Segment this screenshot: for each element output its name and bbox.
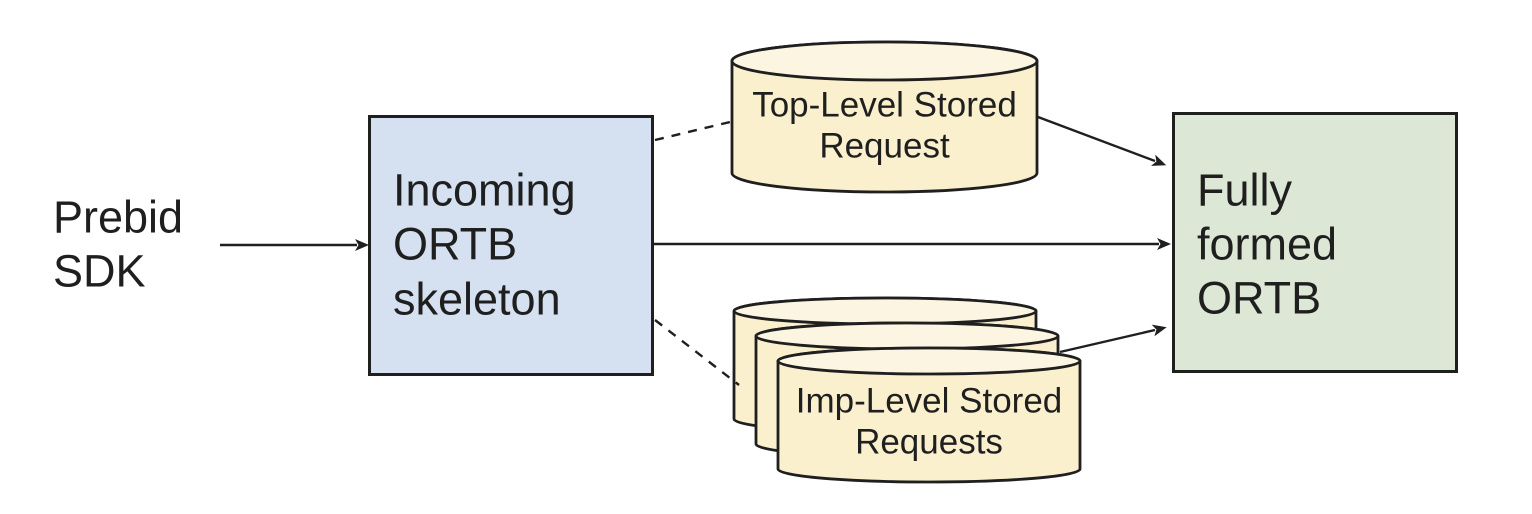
incoming-ortb-line-1: Incoming — [393, 165, 576, 216]
fully-formed-ortb-box — [1172, 112, 1458, 373]
imp-stored-line-1: Imp-Level Stored — [796, 382, 1063, 421]
cylinder-back-top — [732, 296, 1038, 326]
edge-imp-stored-to-fully-formed — [1059, 324, 1167, 354]
prebid-sdk-line-1: Prebid — [53, 192, 183, 243]
top-stored-line-2: Request — [819, 127, 950, 166]
incoming-ortb-label: Incoming ORTB skeleton — [393, 165, 576, 325]
edge-top-stored-to-fully-formed — [1037, 115, 1167, 166]
top-level-stored-request-label: Top-Level Stored Request — [752, 86, 1017, 166]
fully-formed-ortb-label: Fully formed ORTB — [1197, 165, 1337, 324]
imp-stored-line-2: Requests — [855, 423, 1003, 462]
prebid-sdk-line-2: SDK — [53, 246, 146, 297]
cylinder-top — [730, 40, 1039, 82]
fully-formed-line-2: formed — [1197, 219, 1337, 270]
imp-level-stored-requests-label: Imp-Level Stored Requests — [796, 382, 1063, 462]
edge-incoming-to-top-stored-dashed — [654, 120, 731, 142]
top-level-stored-request-cylinder — [730, 40, 1039, 194]
fully-formed-line-3: ORTB — [1197, 273, 1321, 324]
imp-level-stored-requests-cylinder-stack — [732, 296, 1082, 484]
fully-formed-line-1: Fully — [1197, 165, 1293, 216]
incoming-ortb-box — [368, 115, 654, 376]
cylinder-middle-top — [754, 321, 1060, 351]
prebid-sdk-label: Prebid SDK — [53, 192, 183, 297]
incoming-ortb-line-2: ORTB — [393, 219, 517, 270]
cylinder-front-top — [776, 346, 1082, 376]
edge-incoming-to-imp-stored-dashed — [654, 319, 740, 386]
incoming-ortb-line-3: skeleton — [393, 274, 561, 325]
top-stored-line-1: Top-Level Stored — [752, 86, 1017, 125]
